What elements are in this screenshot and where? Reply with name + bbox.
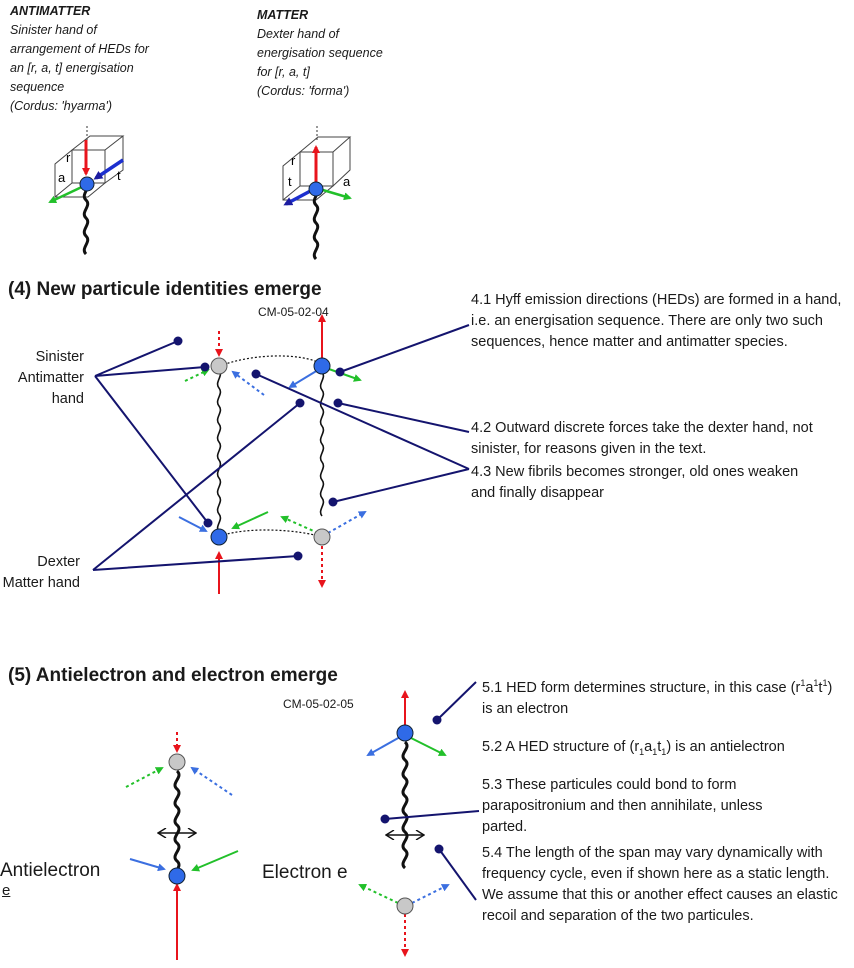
note-5-1-text: t (818, 679, 823, 696)
antimatter-line: an [r, a, t] energisation (10, 61, 134, 75)
section4-title: (4) New particule identities emerge (8, 279, 322, 300)
antielectron-label-line: Antielectron (0, 860, 101, 881)
note-5-1-text: ) is an electron (482, 679, 833, 717)
note-5-3: 5.3 These particules could bond to form … (482, 777, 763, 835)
matter-caption: MATTER Dexter hand of energisation seque… (257, 6, 447, 101)
section5-code: CM-05-02-05 (283, 697, 354, 711)
note-5-2-text: t (657, 739, 662, 755)
antielectron-label: Antielectron e (0, 860, 100, 899)
note-5-1: 5.1 HED form determines structure, in th… (482, 673, 842, 720)
matter-line: Dexter hand of (257, 27, 339, 41)
superscript: 1 (822, 678, 828, 688)
note-4-1: 4.1 Hyff emission directions (HEDs) are … (471, 292, 842, 350)
note-4-3: 4.3 New fibrils becomes stronger, old on… (471, 464, 799, 501)
note-5-1-text: 5.1 HED form determines structure, in th… (482, 679, 801, 696)
subscript: 1 (639, 746, 645, 757)
cube-label-a: a (58, 170, 66, 185)
antielectron-symbol: e (2, 882, 11, 899)
cube-label-t: t (288, 174, 292, 189)
section5-diagram (125, 681, 480, 960)
subscript: 1 (652, 746, 658, 757)
note-4-2: 4.2 Outward discrete forces take the dex… (471, 420, 813, 457)
dexter-label: Dexter Matter hand (3, 552, 80, 594)
sinister-label-line: Sinister (35, 349, 84, 365)
cube-label-t: t (117, 168, 121, 183)
superscript: 1 (813, 678, 819, 688)
sinister-label-line: hand (51, 391, 84, 407)
antimatter-heading: ANTIMATTER (10, 4, 91, 18)
note-5-2-text: 5.2 A HED structure of (r (482, 739, 640, 755)
antimatter-line: Sinister hand of (10, 23, 97, 37)
note-5-1-text: a (805, 679, 814, 696)
dexter-label-line: Matter hand (2, 575, 80, 591)
section4-diagram (92, 314, 470, 594)
cube-label-r: r (291, 153, 296, 168)
sinister-label: Sinister Antimatter hand (18, 347, 84, 410)
section4-code: CM-05-02-04 (258, 305, 329, 319)
matter-cube: r t a (282, 126, 352, 261)
cube-label-a: a (343, 174, 351, 189)
matter-heading: MATTER (257, 8, 309, 22)
antimatter-line: sequence (10, 80, 65, 94)
subscript: 1 (661, 746, 667, 757)
dexter-label-line: Dexter (37, 554, 80, 570)
antimatter-cube: r a t (48, 126, 125, 256)
section5-title: (5) Antielectron and electron emerge (8, 665, 338, 686)
antimatter-caption: ANTIMATTER Sinister hand of arrangement … (10, 2, 200, 116)
antimatter-line: (Cordus: 'hyarma') (10, 99, 113, 113)
matter-line: (Cordus: 'forma') (257, 84, 350, 98)
note-5-2: 5.2 A HED structure of (r1a1t1) is an an… (482, 737, 852, 763)
sinister-label-line: Antimatter (17, 370, 84, 386)
antimatter-line: arrangement of HEDs for (10, 42, 149, 56)
note-5-2-text: ) is an antielectron (666, 739, 785, 755)
note-5-4: 5.4 The length of the span may vary dyna… (482, 845, 838, 924)
electron-label: Electron e (262, 862, 348, 883)
matter-line: for [r, a, t] (257, 65, 310, 79)
note-5-2-text: a (644, 739, 653, 755)
superscript: 1 (800, 678, 806, 688)
cube-label-r: r (66, 150, 71, 165)
matter-line: energisation sequence (257, 46, 383, 60)
